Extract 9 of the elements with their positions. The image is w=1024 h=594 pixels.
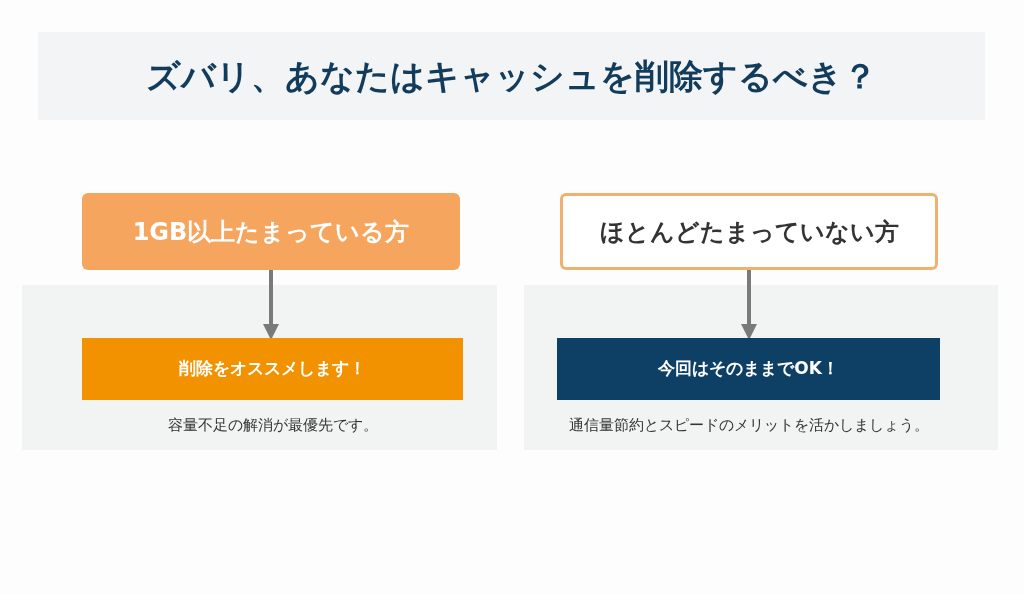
condition-box: ほとんどたまっていない方 bbox=[560, 193, 938, 270]
node-label: 通信量節約とスピードのメリットを活かしましょう。 bbox=[567, 415, 930, 436]
arrow bbox=[263, 270, 279, 340]
node-label: 容量不足の解消が最優先です。 bbox=[166, 415, 379, 436]
condition-box: 1GB以上たまっている方 bbox=[82, 193, 460, 270]
result-box: 削除をオススメします！ bbox=[82, 338, 463, 400]
arrow bbox=[741, 270, 757, 340]
result-box: 今回はそのままでOK！ bbox=[557, 338, 940, 400]
title: ズバリ、あなたはキャッシュを削除するべき？ bbox=[146, 54, 877, 98]
